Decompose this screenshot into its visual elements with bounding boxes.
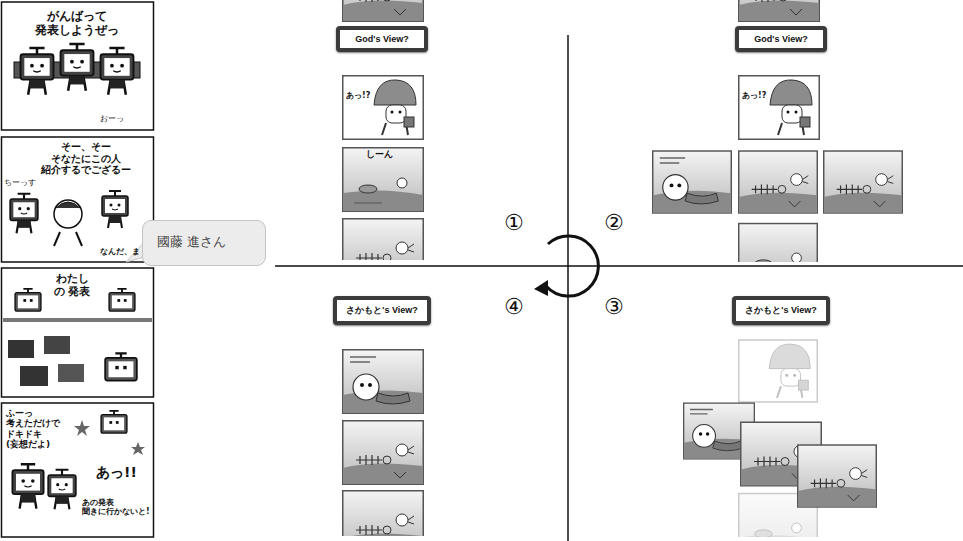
monitor-figure: [15, 288, 41, 311]
audience: [58, 364, 84, 382]
stage-floor: [3, 318, 152, 322]
comic-panel: [2, 403, 154, 537]
star: [131, 442, 145, 455]
monitor-figure: [105, 352, 137, 380]
thumbnail: [343, 219, 424, 283]
person-hair: [56, 202, 80, 208]
monitor-figure: [109, 288, 135, 311]
axis-line: [567, 35, 569, 541]
node-text: 國藤 進さん: [157, 233, 251, 251]
node-text: God's View?: [748, 34, 814, 44]
view-title-box: さかもと's View?: [732, 296, 830, 325]
view-title-box: God's View?: [735, 26, 827, 52]
thumbnail: [343, 148, 424, 212]
quadrant-number: ②: [604, 210, 624, 235]
quadrant-number: ④: [504, 294, 524, 319]
speech-text: なんだ、ま: [100, 247, 140, 256]
thumbnail: [343, 350, 424, 414]
comic-panel: [2, 137, 154, 262]
thumbnail: [739, 151, 818, 213]
robot-figure: [10, 193, 38, 234]
thumbnail: [343, 421, 424, 485]
arrow-head: [534, 280, 548, 296]
speech-text: あっ!!: [96, 464, 137, 480]
speech-text: ちーっす: [4, 178, 36, 187]
robot-figure: [102, 190, 128, 228]
view-title-box: God's View?: [336, 26, 428, 52]
thumbnail: [739, 0, 820, 21]
view-title-box: さかもと's View?: [333, 296, 431, 325]
manga-strip: [2, 2, 154, 537]
panel3-figures: [3, 288, 152, 386]
speech-text: あの発表 聞きに行かないと!: [82, 498, 154, 516]
comic-panel: [2, 2, 154, 130]
thumbnail: [739, 76, 820, 140]
robot-figure: [101, 47, 134, 95]
thumbnail: [343, 0, 424, 21]
node-text: God's View?: [349, 34, 415, 44]
audience: [44, 336, 70, 354]
quadrant-number: ①: [504, 210, 524, 235]
speech-text: おーっ: [100, 114, 124, 123]
robot-figure: [12, 463, 43, 509]
robot-figure: [21, 47, 54, 95]
callout-bubble: 國藤 進さん: [142, 220, 266, 266]
robot-figure: [48, 469, 76, 510]
thumbnail-column: [653, 0, 903, 285]
speech-text: がんばって 発表しようぜっ: [20, 10, 134, 38]
comic-panel: [2, 268, 154, 397]
audience: [20, 366, 48, 386]
audience: [8, 340, 34, 358]
person-body: [54, 232, 82, 246]
person-face: [54, 200, 82, 228]
panel2-figures: [10, 190, 128, 246]
thumbnail-faded: [739, 340, 818, 402]
thumbnail-text: あっ!?: [742, 91, 766, 100]
thumbnail: [343, 491, 424, 541]
speech-text: わたし の 発表: [50, 273, 94, 298]
thumbnail-column: [343, 350, 424, 541]
thumbnail: [653, 151, 732, 213]
speech-text: ふーっ 考えただけで ドキドキ (妄想だよ): [6, 408, 70, 449]
robot-figure: [61, 43, 94, 91]
monitor-figure: [101, 410, 127, 433]
thumbnail: [343, 76, 424, 140]
node-text: さかもと's View?: [346, 304, 418, 317]
thumbnail: [824, 151, 903, 213]
axis-line: [275, 265, 963, 267]
thumbnail-text: しーん: [366, 149, 393, 159]
rotation-arrow: [546, 236, 598, 296]
thumbnail-stack: [684, 340, 877, 541]
thumbnail-text: あっ!?: [346, 91, 370, 100]
panel1-figures: [14, 43, 140, 95]
speech-text: そー、そー そなたにこの人 紹介するでござるー: [38, 141, 134, 176]
thumbnail: [739, 224, 818, 286]
quadrant-number: ③: [604, 294, 624, 319]
node-text: さかもと's View?: [745, 304, 817, 317]
star: [74, 420, 90, 436]
thumbnail: [798, 445, 877, 507]
